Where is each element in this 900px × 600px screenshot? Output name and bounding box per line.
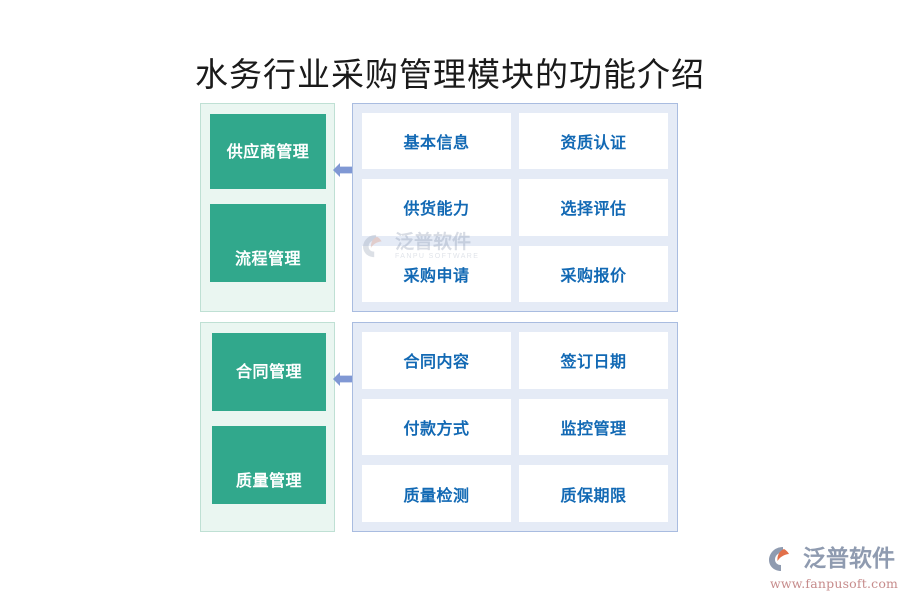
category-box-process-management[interactable]: 流程管理 [210, 204, 326, 282]
feature-grid: 合同内容 签订日期 付款方式 监控管理 质量检测 质保期限 [362, 332, 668, 522]
brand-logo: 泛普软件 www.fanpusoft.com [768, 545, 899, 593]
category-box-quality-management[interactable]: 质量管理 [212, 426, 326, 504]
feature-grid: 基本信息 资质认证 供货能力 选择评估 采购申请 采购报价 [362, 113, 668, 302]
category-box-supplier-management[interactable]: 供应商管理 [210, 114, 326, 189]
feature-box[interactable]: 签订日期 [519, 332, 668, 389]
brand-logo-row: 泛普软件 [768, 545, 895, 573]
feature-box[interactable]: 供货能力 [362, 179, 511, 236]
category-panel-supplier-group: 供应商管理 流程管理 [200, 103, 335, 312]
category-label: 流程管理 [234, 249, 301, 268]
feature-box[interactable]: 质量检测 [362, 465, 511, 522]
feature-box[interactable]: 基本信息 [362, 113, 511, 170]
feature-box[interactable]: 采购报价 [519, 245, 668, 302]
fanpu-logo-icon [768, 545, 800, 573]
feature-box[interactable]: 质保期限 [519, 465, 668, 522]
category-label: 供应商管理 [226, 141, 310, 161]
feature-box[interactable]: 监控管理 [519, 398, 668, 456]
feature-box[interactable]: 采购申请 [362, 245, 511, 302]
category-label: 合同管理 [235, 362, 302, 381]
feature-panel-supplier-group: 基本信息 资质认证 供货能力 选择评估 采购申请 采购报价 [352, 103, 678, 312]
page-title: 水务行业采购管理模块的功能介绍 [195, 55, 705, 94]
category-box-contract-management[interactable]: 合同管理 [212, 333, 326, 411]
feature-box[interactable]: 资质认证 [519, 113, 668, 170]
brand-logo-cn: 泛普软件 [803, 545, 895, 572]
brand-logo-url: www.fanpusoft.com [770, 576, 899, 591]
feature-box[interactable]: 付款方式 [362, 398, 511, 456]
feature-box[interactable]: 合同内容 [362, 332, 511, 389]
feature-panel-contract-group: 合同内容 签订日期 付款方式 监控管理 质量检测 质保期限 [352, 322, 678, 532]
category-panel-contract-group: 合同管理 质量管理 [200, 322, 335, 532]
category-label: 质量管理 [235, 471, 302, 490]
feature-box[interactable]: 选择评估 [519, 179, 668, 236]
